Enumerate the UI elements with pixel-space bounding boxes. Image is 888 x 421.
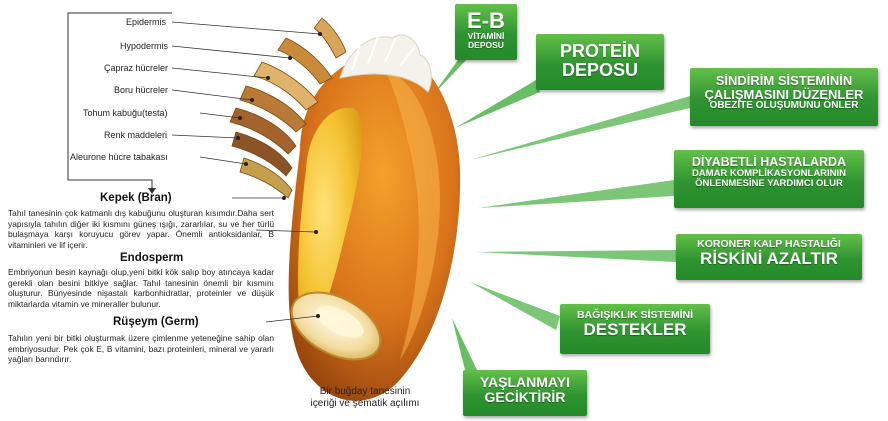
- benefit-eb-vitamin: E-B VİTAMİNİ DEPOSU: [455, 4, 517, 60]
- label-hypodermis: Hypodermis: [120, 41, 169, 51]
- benefit-digestion: SİNDİRİM SİSTEMİNİN ÇALIŞMASINI DÜZENLER…: [690, 68, 878, 126]
- endosperm-title: Endosperm: [120, 252, 184, 264]
- benefit-diabetes: DİYABETLİ HASTALARDA DAMAR KOMPLİKASYONL…: [674, 150, 864, 208]
- bran-title: Kepek (Bran): [100, 192, 172, 204]
- eb-sub-2: DEPOSU: [468, 40, 504, 51]
- eb-big-text: E-B: [467, 8, 505, 33]
- label-cross-cells: Çapraz hücreler: [104, 63, 169, 73]
- immune-line-2: DESTEKLER: [583, 320, 687, 340]
- germ-title: Rüşeym (Germ): [113, 316, 199, 328]
- label-epidermis: Epidermis: [126, 17, 167, 27]
- immune-line-1: BAĞIŞIKLIK SİSTEMİNİ: [576, 309, 694, 321]
- label-tube-cells: Boru hücreler: [114, 85, 169, 95]
- layer-bracket: [67, 12, 172, 194]
- coronary-line-1: KORONER KALP HASTALIĞI: [697, 238, 841, 250]
- coronary-line-2: RİSKİNİ AZALTIR: [700, 249, 838, 269]
- leader-dots: [236, 32, 322, 318]
- digest-line-1: SİNDİRİM SİSTEMİNİN: [715, 73, 853, 88]
- endosperm-description: Embriyonun besin kaynağı olup,yeni bitki…: [8, 267, 274, 309]
- protein-line-1: PROTEİN: [559, 41, 640, 61]
- benefit-coronary: KORONER KALP HASTALIĞI RİSKİNİ AZALTIR: [676, 234, 862, 280]
- caption-line-2: içeriği ve şematik açılımı: [310, 398, 420, 409]
- germ-description: Tahılın yeni bir bitki oluşturmak üzere …: [8, 333, 274, 365]
- protein-line-2: DEPOSU: [561, 59, 639, 80]
- benefit-aging: YAŞLANMAYI GECİKTİRİR: [463, 370, 587, 416]
- label-seed-coat: Tohum kabuğu(testa): [83, 108, 168, 118]
- label-pigment: Renk maddeleri: [104, 130, 168, 140]
- digest-line-2: ÇALIŞMASINI DÜZENLER: [704, 86, 864, 102]
- diagram-caption: Bir buğday tanesinin içeriği ve şematik …: [290, 386, 440, 410]
- eb-sub-1: VİTAMİNİ: [467, 31, 505, 42]
- aging-line-2: GECİKTİRİR: [484, 388, 566, 405]
- label-leaders: [171, 21, 321, 323]
- diab-line-3: ÖNLENMESİNE YARDIMCI OLUR: [695, 178, 843, 190]
- benefit-immune: BAĞIŞIKLIK SİSTEMİNİ DESTEKLER: [560, 304, 710, 354]
- label-aleurone: Aleurone hücre tabakası: [70, 152, 168, 162]
- benefit-protein: PROTEİN DEPOSU: [536, 34, 664, 90]
- benefit-rays: [432, 56, 690, 374]
- caption-line-1: Bir buğday tanesinin: [319, 386, 411, 397]
- diab-line-2: DAMAR KOMPLİKASYONLARININ: [691, 168, 847, 180]
- aging-line-1: YAŞLANMAYI: [480, 374, 570, 390]
- bran-layer-flaps: [229, 17, 347, 199]
- diab-line-1: DİYABETLİ HASTALARDA: [691, 155, 847, 169]
- digest-line-3: OBEZİTE OLUŞUMUNU ÖNLER: [709, 100, 859, 112]
- wheat-grain: [288, 34, 461, 401]
- bran-description: Tahıl tanesinin çok katmanlı dış kabuğun…: [8, 208, 274, 250]
